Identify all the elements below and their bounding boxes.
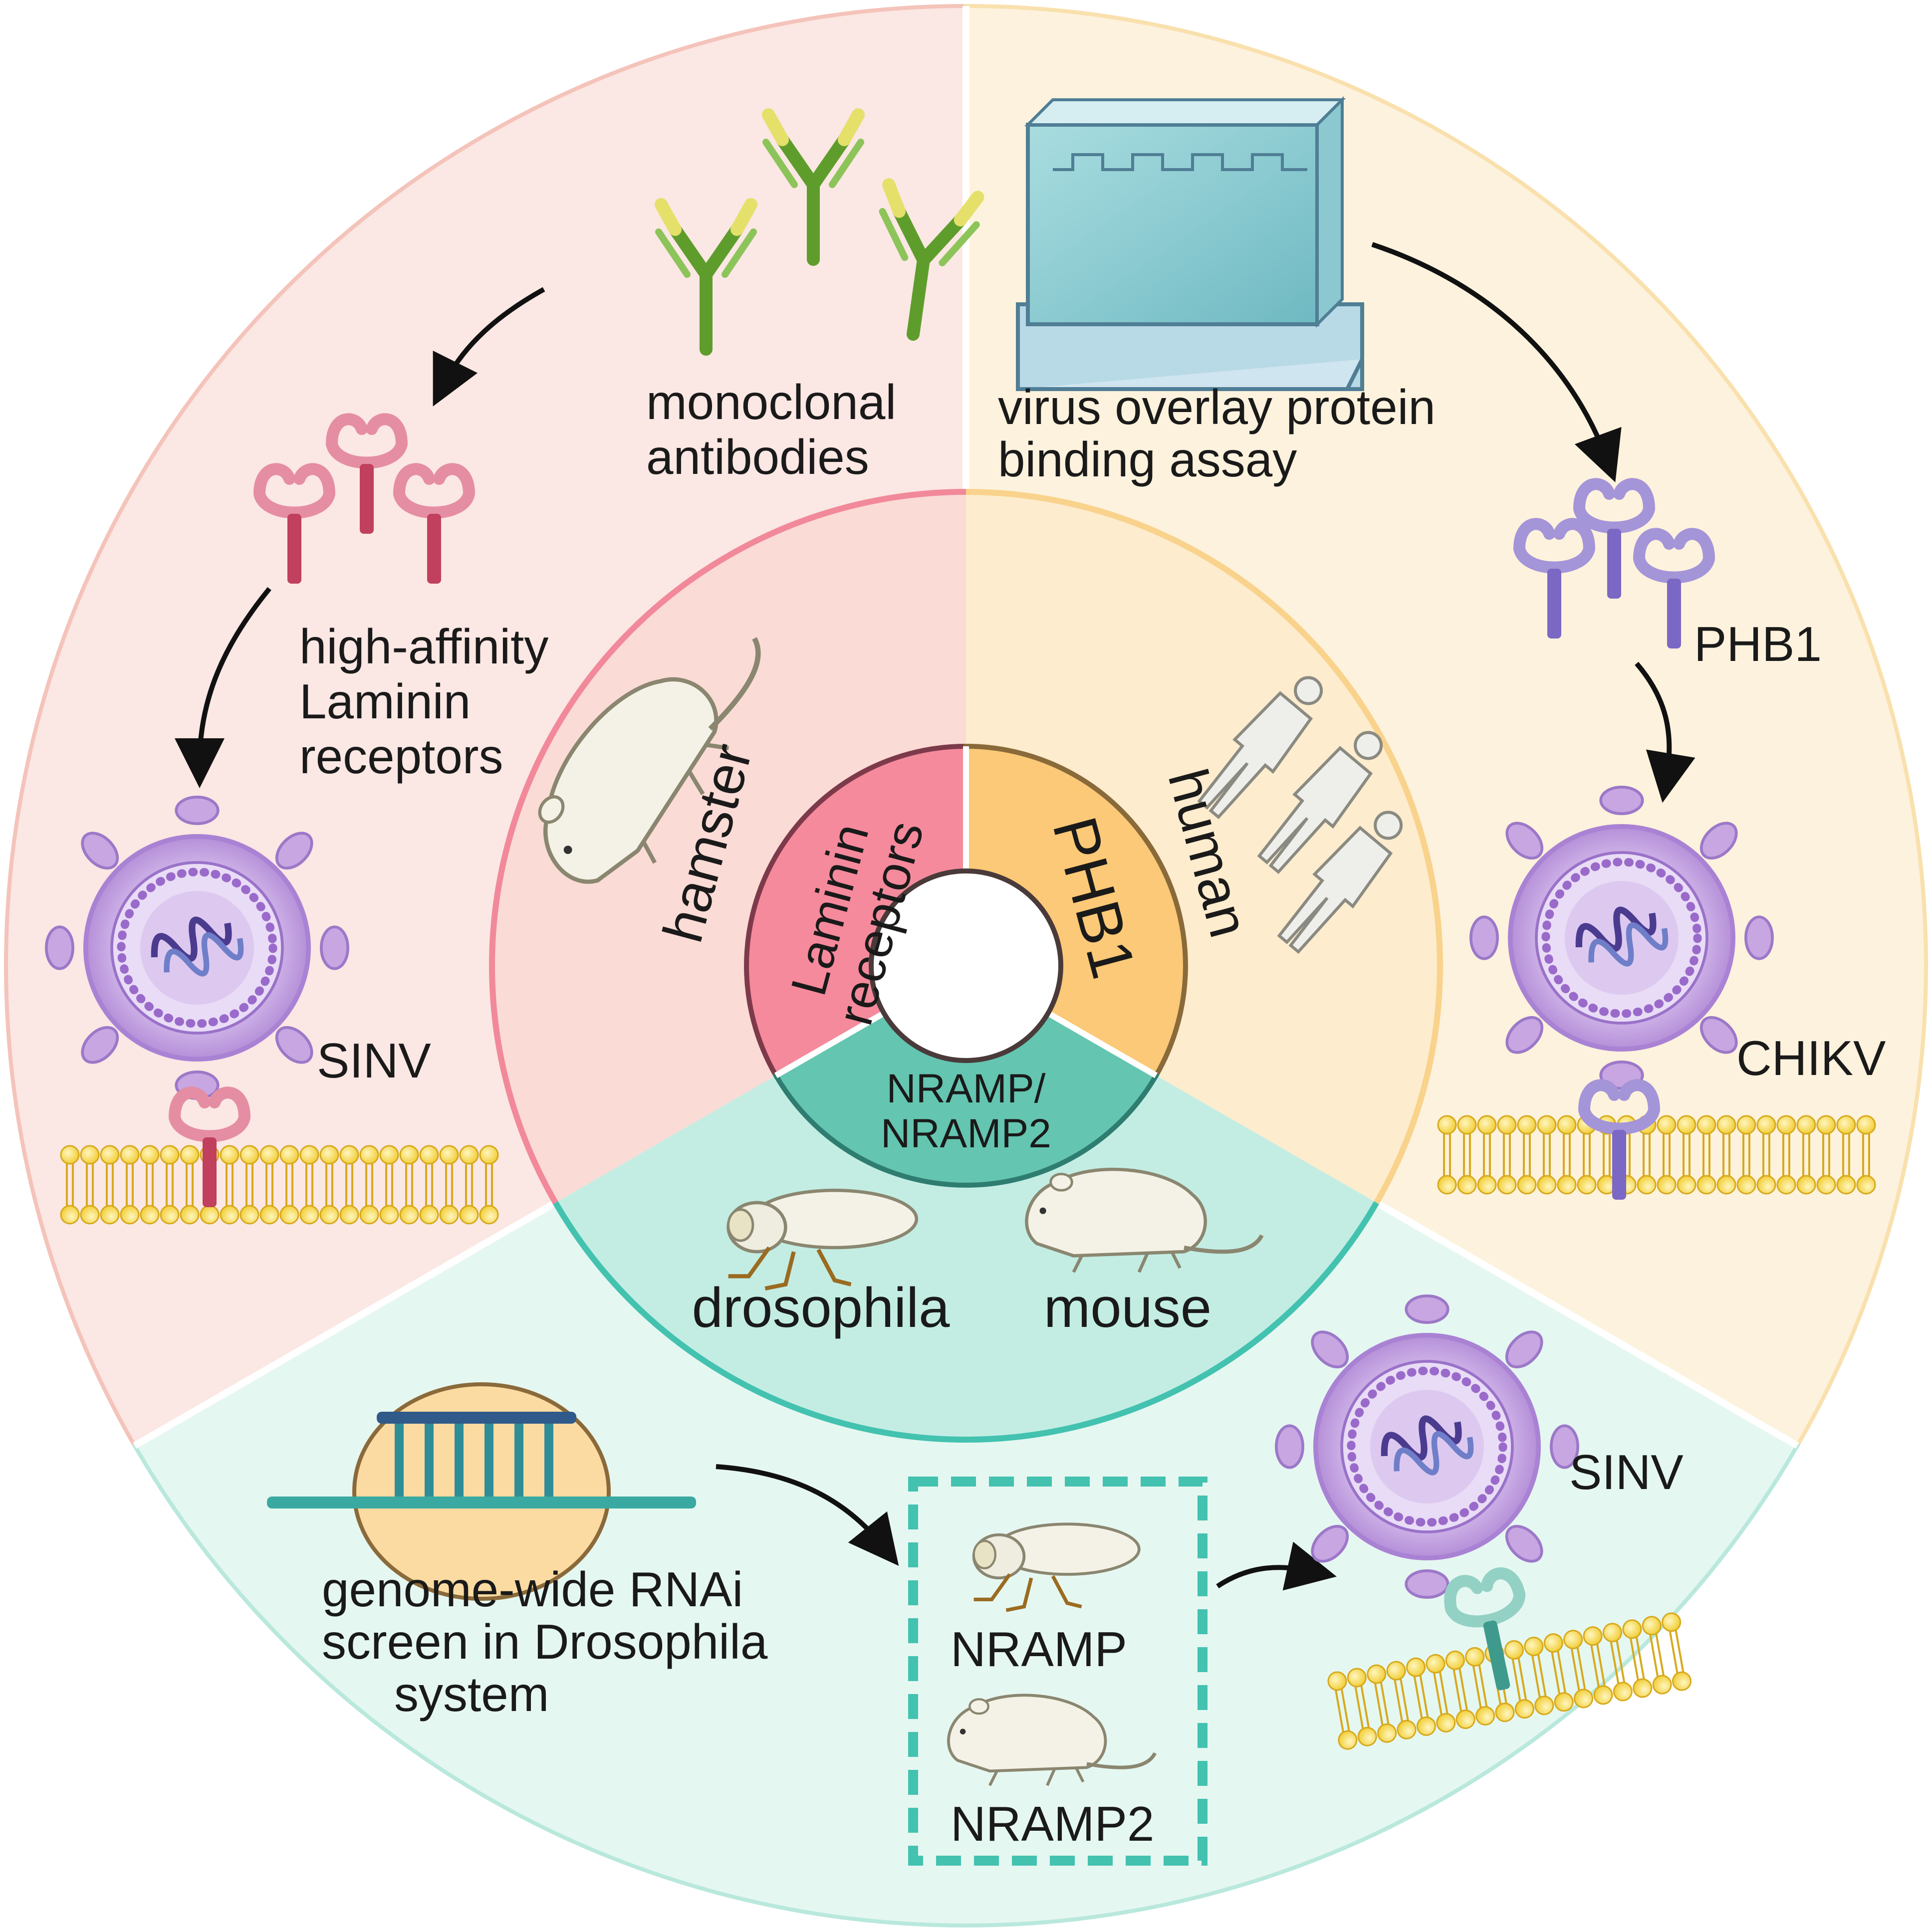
svg-text:Laminin: Laminin (299, 674, 471, 729)
middle-ring-arc-yellow (966, 489, 1443, 1204)
label-monoclonal-antibodies: monoclonal antibodies (646, 375, 896, 484)
gel-assay-icon (1016, 96, 1364, 391)
middle-ring-arc-pink (489, 489, 966, 1204)
label-phb1-receptor: PHB1 (1694, 617, 1822, 671)
label-mouse: mouse (1044, 1277, 1211, 1339)
arrow-assay-to-phb1 (1371, 242, 1622, 482)
label-rnai-screen: genome-wide RNAi screen in Drosophila sy… (322, 1562, 768, 1721)
nramp-highlight-box (908, 1477, 1208, 1866)
arrow-antibodies-to-receptors (433, 287, 545, 407)
arrow-receptors-to-sinv (175, 587, 271, 788)
svg-text:screen in Drosophila: screen in Drosophila (322, 1614, 768, 1669)
rnai-screen-icon (267, 1382, 696, 1601)
label-high-affinity-laminin-receptors: high-affinity Laminin receptors (299, 619, 548, 784)
label-drosophila: drosophila (692, 1277, 951, 1339)
svg-text:genome-wide RNAi: genome-wide RNAi (322, 1562, 743, 1617)
svg-text:NRAMP/: NRAMP/ (887, 1066, 1046, 1111)
svg-text:antibodies: antibodies (646, 429, 869, 484)
arrow-screen-to-nramp (716, 1464, 899, 1566)
arrow-nramp-to-sinv (1216, 1541, 1337, 1591)
svg-text:high-affinity: high-affinity (299, 619, 548, 674)
sinv-virus-icon-pink (46, 797, 348, 1098)
svg-text:receptors: receptors (299, 729, 503, 784)
svg-text:system: system (394, 1667, 549, 1721)
chikv-virus-icon (1471, 787, 1772, 1088)
arrow-phb1-to-chikv (1635, 661, 1695, 803)
svg-text:binding assay: binding assay (998, 432, 1297, 487)
middle-ring-arc-teal (553, 1201, 1379, 1443)
label-nramp2: NRAMP2 (951, 1796, 1154, 1851)
svg-text:monoclonal: monoclonal (646, 375, 896, 429)
center-hole (869, 868, 1063, 1063)
label-sinv-pink: SINV (317, 1033, 431, 1088)
sinv-virus-icon-teal (1276, 1296, 1578, 1597)
lipid-head (1660, 1611, 1687, 1655)
svg-text:NRAMP2: NRAMP2 (881, 1111, 1051, 1156)
label-sinv-teal: SINV (1569, 1445, 1684, 1500)
inner-ring-teal (772, 963, 1160, 1188)
label-chikv: CHIKV (1736, 1031, 1886, 1085)
middle-ring-teal (555, 966, 1377, 1440)
svg-text:virus overlay protein: virus overlay protein (998, 380, 1436, 434)
label-virus-overlay-assay: virus overlay protein binding assay (998, 380, 1436, 487)
center-label-nramp: NRAMP/ NRAMP2 (881, 1066, 1051, 1156)
label-nramp: NRAMP (951, 1622, 1127, 1677)
